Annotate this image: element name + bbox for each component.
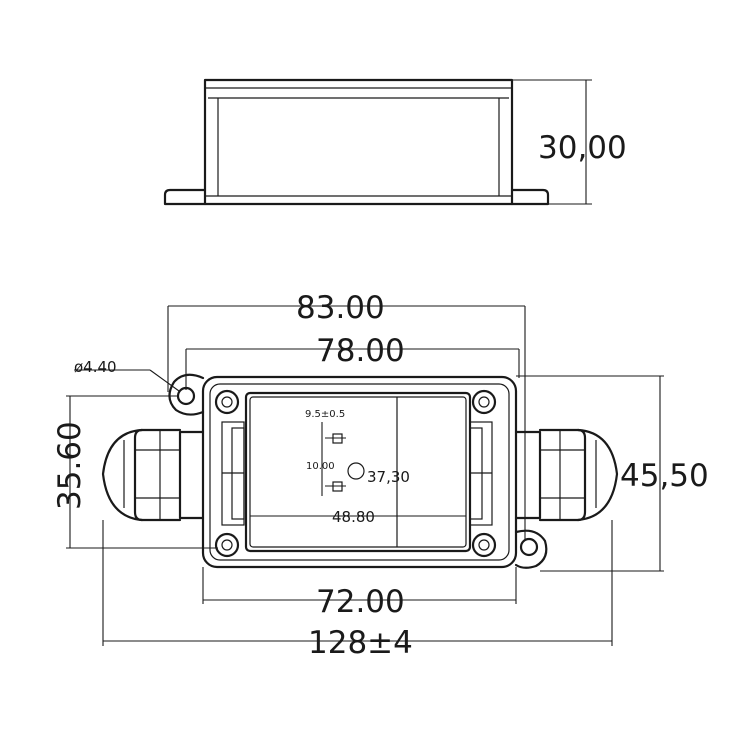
corner-screw-bl <box>214 532 240 558</box>
dim-35-60: 35.60 <box>52 421 88 510</box>
dim-48-80: 48.80 <box>332 508 375 526</box>
height-dimension: 30,00 <box>538 130 627 166</box>
dim-9-5: 9.5±0.5 <box>305 409 345 420</box>
dim-10: 10.00 <box>306 461 335 472</box>
side-view: 30,00 <box>163 78 627 206</box>
dim-37-30: 37,30 <box>367 468 410 486</box>
terminal-detail <box>321 422 365 496</box>
dim-hole-dia: ø4.40 <box>74 358 117 376</box>
top-view: 83.00 78.00 ø4.40 35.60 45,50 72.00 128±… <box>52 290 709 661</box>
dim-83: 83.00 <box>296 290 385 326</box>
corner-screw-tl <box>214 389 240 415</box>
dim-72: 72.00 <box>316 584 405 620</box>
dim-45-50: 45,50 <box>620 458 709 494</box>
cable-gland-right <box>514 428 619 522</box>
dim-78: 78.00 <box>316 333 405 369</box>
corner-screw-br <box>471 532 497 558</box>
dim-128: 128±4 <box>308 625 413 661</box>
cable-gland-left <box>101 428 205 522</box>
mount-ear-right <box>514 529 548 569</box>
corner-screw-tr <box>471 389 497 415</box>
